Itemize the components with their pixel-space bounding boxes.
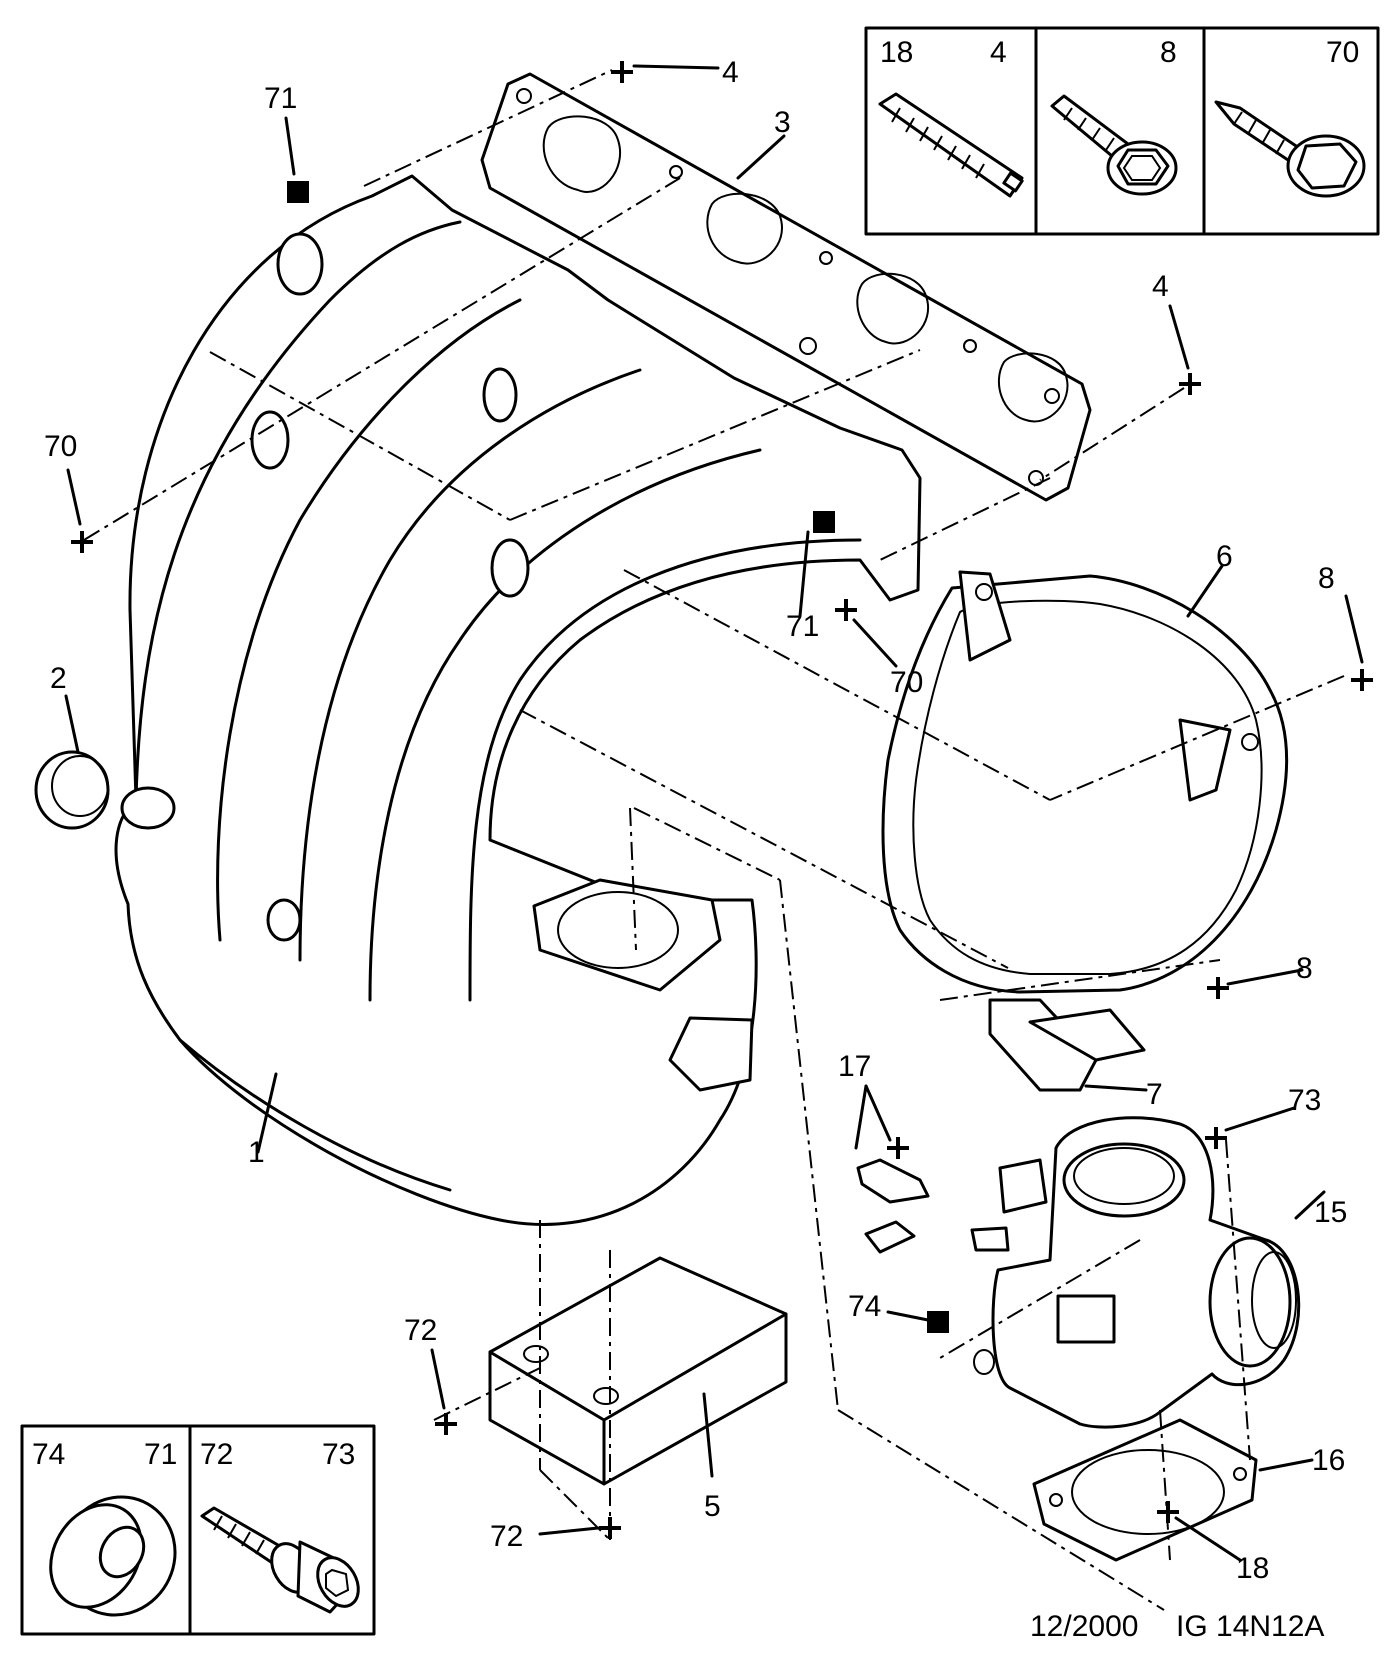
plus-marker-icon — [1179, 373, 1201, 395]
plus-marker-icon — [1351, 669, 1373, 691]
legend-label-18: 18 — [880, 36, 913, 69]
grommet-icon — [49, 1495, 177, 1617]
air-inlet-housing-part-6 — [881, 570, 1289, 994]
legend-label-4: 4 — [990, 36, 1007, 69]
callout-labels: 4 3 71 4 70 71 70 6 8 8 7 2 1 17 73 15 7… — [44, 56, 1347, 1585]
plus-marker-icon — [1205, 1127, 1227, 1149]
callout-4-top: 4 — [722, 56, 739, 89]
plug-part-2 — [34, 750, 110, 830]
callout-71-mid: 71 — [786, 610, 819, 643]
legend-label-70: 70 — [1326, 36, 1359, 69]
callout-74: 74 — [848, 1290, 881, 1323]
fastener-legend-bottom: 74 71 72 73 — [20, 1424, 376, 1636]
callout-8-bottom: 8 — [1296, 952, 1313, 985]
footer-date: 12/2000 — [1030, 1610, 1138, 1643]
manifold-gasket-part-3 — [480, 72, 1092, 502]
callout-leaders — [64, 64, 1364, 1562]
legend-label-71: 71 — [144, 1438, 177, 1471]
callout-4-right: 4 — [1152, 270, 1169, 303]
callout-8-top: 8 — [1318, 562, 1335, 595]
callout-71-top: 71 — [264, 82, 297, 115]
self-tapping-screw-icon — [1214, 100, 1366, 198]
plus-marker-icon — [835, 599, 857, 621]
throttle-body-part-15 — [856, 1116, 1301, 1429]
seal-part-7 — [988, 998, 1146, 1092]
plus-marker-icon — [599, 1517, 621, 1539]
fastener-legend-top: 18 4 8 70 — [864, 26, 1380, 236]
callout-7: 7 — [1146, 1078, 1163, 1111]
callout-73: 73 — [1288, 1084, 1321, 1117]
diagram-footer: 12/2000 IG 14N12A — [1030, 1610, 1324, 1643]
square-marker-icon — [813, 511, 835, 533]
legend-label-8: 8 — [1160, 36, 1177, 69]
plus-marker-icon — [1207, 977, 1229, 999]
square-marker-icon — [287, 181, 309, 203]
square-marker-icon — [927, 1311, 949, 1333]
callout-17: 17 — [838, 1050, 871, 1083]
stud-icon — [878, 92, 1024, 198]
callout-1: 1 — [248, 1136, 265, 1169]
legend-label-74: 74 — [32, 1438, 65, 1471]
callout-72-bottom: 72 — [490, 1520, 523, 1553]
callout-6: 6 — [1216, 540, 1233, 573]
callout-15: 15 — [1314, 1196, 1347, 1229]
flange-bolt-icon — [1050, 94, 1178, 196]
plus-marker-icon — [435, 1413, 457, 1435]
legend-label-72: 72 — [200, 1438, 233, 1471]
socket-head-screw-icon — [200, 1506, 360, 1614]
callout-5: 5 — [704, 1490, 721, 1523]
intake-manifold-part-1 — [114, 174, 922, 1226]
callout-16: 16 — [1312, 1444, 1345, 1477]
callout-70-left: 70 — [44, 430, 77, 463]
plus-marker-icon — [71, 531, 93, 553]
throttle-gasket-part-16 — [1032, 1418, 1258, 1562]
plus-marker-icon — [611, 61, 633, 83]
callout-3: 3 — [774, 106, 791, 139]
legend-label-73: 73 — [322, 1438, 355, 1471]
spacer-plate-part-5 — [488, 1256, 788, 1486]
callout-18: 18 — [1236, 1552, 1269, 1585]
assembly-axis-lines — [83, 69, 1345, 1611]
callout-2: 2 — [50, 662, 67, 695]
footer-ref: IG 14N12A — [1176, 1610, 1324, 1643]
callout-72-left: 72 — [404, 1314, 437, 1347]
callout-70-mid: 70 — [890, 666, 923, 699]
